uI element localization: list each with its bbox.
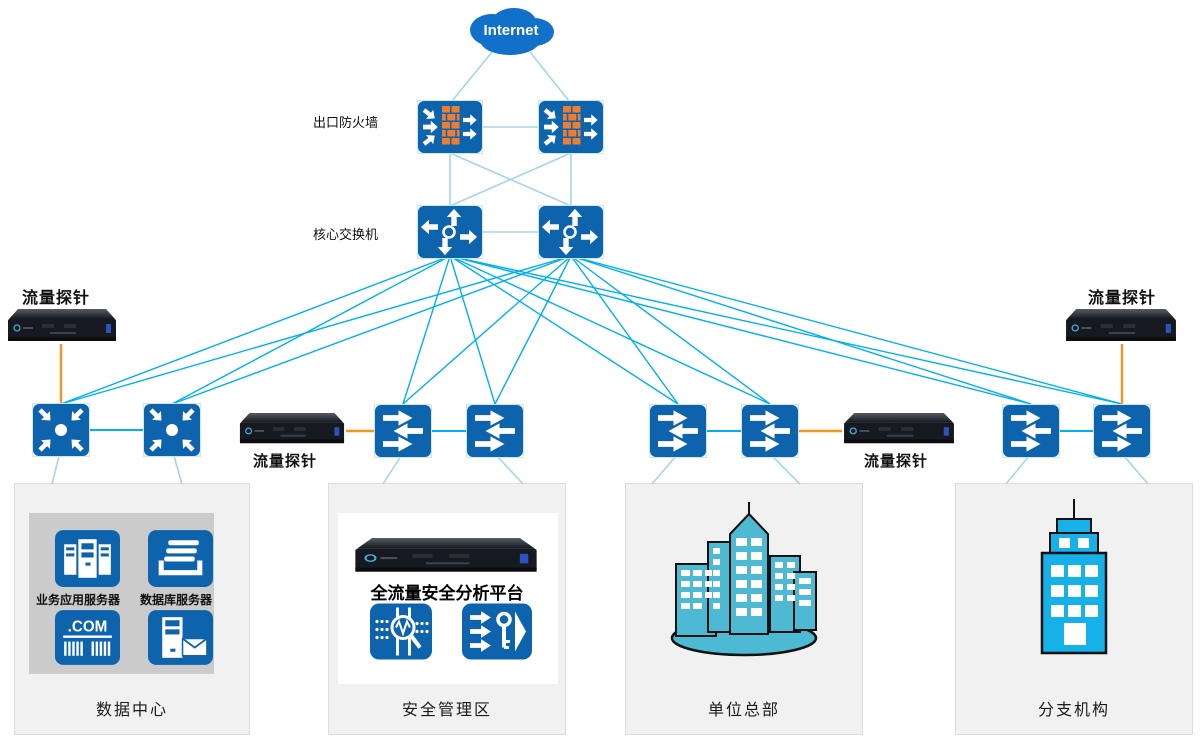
link-core2-s6	[570, 255, 771, 405]
link-core1-s3	[402, 255, 451, 405]
zone-title-headquarters: 单位总部	[707, 702, 780, 719]
switch-7[interactable]	[1002, 404, 1060, 458]
link-s3-security	[382, 455, 402, 485]
switch-icon	[375, 405, 431, 457]
database-server-icon	[148, 530, 213, 587]
core-fanout-links	[60, 255, 1123, 432]
zone-title-security: 安全管理区	[401, 702, 492, 719]
firewall-1[interactable]	[417, 100, 483, 154]
link-s8-branch	[1123, 455, 1149, 485]
link-s6-headquarters	[771, 455, 801, 485]
link-core1-s5	[449, 255, 679, 405]
switch-6[interactable]	[741, 404, 799, 458]
traffic-probe-label-1: 流量探针	[22, 290, 91, 307]
link-s4-security	[496, 455, 524, 485]
link-core1-s1	[60, 255, 451, 405]
traffic-probe-1[interactable]	[6, 308, 118, 346]
link-s7-branch	[1005, 455, 1030, 485]
security-gateway-module[interactable]	[462, 603, 532, 660]
link-core2-s2	[171, 255, 572, 405]
aggregation-switch-2[interactable]	[143, 403, 201, 457]
svg-text:.COM: .COM	[68, 618, 108, 635]
traffic-analysis-module[interactable]	[370, 603, 432, 660]
switch-icon	[742, 405, 798, 457]
link-core1-s4	[449, 255, 496, 405]
exit-firewall-label: 出口防火墙	[313, 115, 379, 130]
firewall-2[interactable]	[538, 100, 604, 154]
core-switch-2[interactable]	[538, 205, 604, 259]
switch-icon	[650, 405, 706, 457]
link-core2-s5	[570, 255, 679, 405]
link-core1-s6	[449, 255, 771, 405]
core-switch-1[interactable]	[417, 205, 483, 259]
traffic-probe-label-2: 流量探针	[253, 453, 318, 470]
link-core2-s4	[494, 255, 572, 405]
internet-cloud[interactable]: Internet	[462, 6, 560, 58]
link-core2-s1	[60, 255, 572, 405]
link-core1-s2	[171, 255, 451, 405]
traffic-probe-3[interactable]	[842, 412, 956, 448]
internet-cloud-icon	[470, 8, 554, 55]
probe-appliance-image	[8, 309, 116, 341]
switch-8[interactable]	[1093, 404, 1151, 458]
database-server[interactable]	[148, 530, 213, 587]
zone-title-branch: 分支机构	[1037, 702, 1110, 719]
app-server[interactable]	[55, 530, 120, 587]
aggregation-switch-1[interactable]	[32, 403, 90, 457]
switch-icon	[1094, 405, 1150, 457]
pale-links	[51, 51, 1149, 485]
traffic-probe-label-4: 流量探针	[1088, 290, 1157, 307]
app-server-icon	[55, 530, 120, 587]
core-switch-label: 核心交换机	[313, 227, 379, 242]
zone-title-data-center: 数据中心	[95, 702, 168, 719]
switch-icon	[467, 405, 523, 457]
analysis-platform-appliance[interactable]	[352, 537, 540, 577]
link-internet-firewall2	[529, 51, 570, 102]
mail-server-icon	[148, 610, 213, 665]
probe-appliance-image	[844, 412, 954, 444]
switch-4[interactable]	[466, 404, 524, 458]
link-core1-s7	[449, 255, 1032, 405]
inward-arrows-switch-icon	[33, 404, 89, 456]
link-core2-s8	[570, 255, 1123, 405]
link-core1-s8	[449, 255, 1123, 405]
layer3-switch-icon	[539, 206, 603, 258]
link-s1-datacenter	[51, 455, 60, 485]
app-server-label: 业务应用服务器	[36, 593, 121, 607]
link-core2-s3	[402, 255, 572, 405]
probe-appliance-image	[355, 538, 537, 572]
switch-icon	[1003, 405, 1059, 457]
dotcom-barcode-icon: .COM	[55, 610, 120, 665]
switch-5[interactable]	[649, 404, 707, 458]
firewall-icon	[418, 101, 482, 153]
probe-appliance-image	[1066, 309, 1176, 341]
layer3-switch-icon	[418, 206, 482, 258]
traffic-probe-2[interactable]	[238, 412, 346, 448]
link-core2-s7	[570, 255, 1032, 405]
traffic-analysis-magnifier-icon	[370, 603, 432, 660]
traffic-probe-4[interactable]	[1064, 308, 1178, 346]
city-buildings-icon	[670, 502, 818, 657]
link-firewall2-core1	[449, 152, 572, 207]
web-server[interactable]: .COM	[55, 610, 120, 665]
link-internet-firewall1	[451, 51, 493, 102]
arrows-key-icon	[462, 603, 532, 660]
mail-server[interactable]	[148, 610, 213, 665]
switch-3[interactable]	[374, 404, 432, 458]
headquarters-buildings[interactable]	[668, 500, 820, 662]
probe-appliance-image	[239, 412, 345, 444]
branch-building[interactable]	[1028, 497, 1120, 659]
platform-title: 全流量安全分析平台	[370, 584, 524, 603]
database-server-label: 数据库服务器	[140, 593, 213, 607]
traffic-probe-label-3: 流量探针	[864, 453, 929, 470]
firewall-icon	[539, 101, 603, 153]
probe-links	[59, 344, 1124, 433]
link-s2-datacenter	[173, 455, 183, 485]
inward-arrows-switch-icon	[144, 404, 200, 456]
office-building-icon	[1040, 499, 1108, 655]
link-s5-headquarters	[651, 455, 677, 485]
internet-label: Internet	[483, 22, 539, 39]
